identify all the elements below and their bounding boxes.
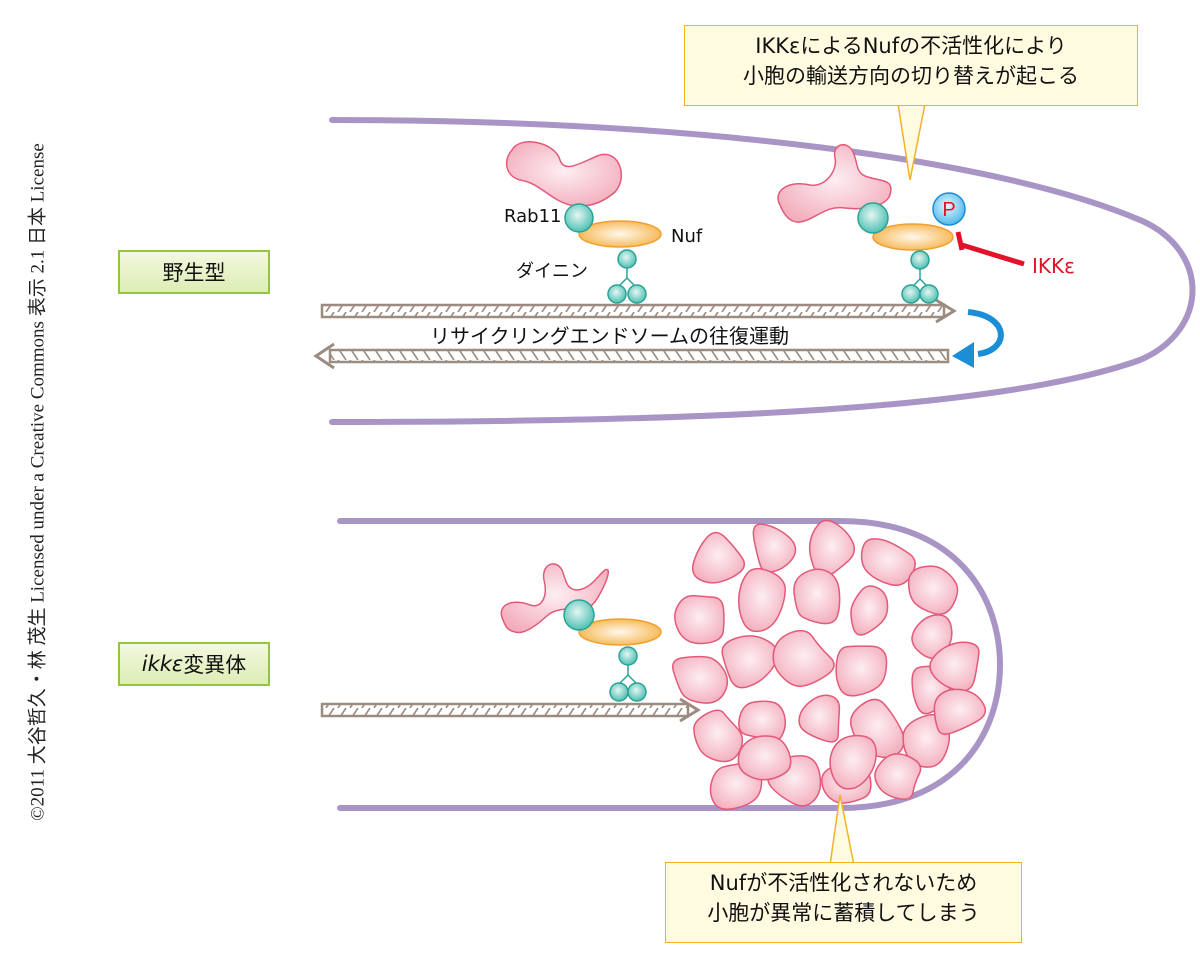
rab11-label: Rab11 — [504, 206, 562, 227]
mutant-label-text: 変異体 — [183, 653, 247, 677]
accumulated-vesicle-icon — [808, 519, 856, 579]
rab11-protein-icon — [857, 202, 889, 234]
accumulated-vesicle-icon — [933, 688, 987, 735]
phospho-group-icon — [932, 192, 966, 226]
accumulated-vesicle-icon — [721, 635, 779, 689]
dynein-motor-icon — [609, 646, 647, 702]
accumulated-vesicle-icon — [860, 538, 916, 587]
accumulated-vesicle-icon — [929, 641, 980, 692]
accumulated-vesicle-icon — [674, 594, 725, 645]
nuf-protein-icon — [872, 223, 954, 251]
accumulated-vesicle-icon — [907, 565, 959, 616]
rab11-protein-icon — [563, 599, 595, 631]
direction-switch-arrow-icon — [952, 309, 1004, 368]
dynein-motor-icon — [607, 249, 647, 304]
accumulated-vesicle-icon — [772, 629, 835, 688]
accumulated-vesicle-icon — [672, 655, 729, 704]
copyright-credit: ©2011 大谷哲久・林 茂生 Licensed under a Creativ… — [27, 143, 49, 821]
dynein-motor-icon — [901, 250, 939, 304]
microtubule-forward-wildtype — [320, 298, 957, 324]
accumulated-vesicle-icon — [798, 694, 841, 743]
cell-membrane-wildtype — [329, 117, 1196, 425]
accumulated-vesicle-icon — [874, 753, 922, 800]
vesicle-icon — [777, 143, 892, 223]
accumulated-vesicles — [672, 519, 987, 811]
dynein-label: ダイニン — [516, 261, 588, 282]
nuf-protein-icon — [578, 220, 662, 248]
callout-bottom-line2: 小胞が異常に蓄積してしまう — [707, 901, 980, 925]
microtubule-forward-mutant — [320, 697, 701, 723]
accumulated-vesicle-icon — [738, 700, 787, 743]
accumulated-vesicle-icon — [691, 531, 746, 584]
accumulated-vesicle-icon — [752, 523, 797, 573]
ikk-epsilon-label: IKKε — [1032, 254, 1075, 278]
cell-membrane-mutant — [337, 518, 1004, 811]
callout-bottom-line1: Nufが不活性化されないため — [709, 871, 978, 895]
vesicle-complex-wildtype-2: P — [777, 143, 1025, 304]
phospho-label: P — [942, 199, 955, 221]
transport-label: リサイクリングエンドソームの往復運動 — [430, 324, 789, 348]
callout-pointer-top — [897, 103, 926, 181]
vesicle-complex-wildtype-1 — [505, 141, 662, 304]
microtubule-backward-wildtype — [313, 342, 950, 370]
nuf-label: Nuf — [671, 226, 703, 247]
callout-top-line1: IKKεによるNufの不活性化により — [755, 34, 1067, 58]
accumulated-vesicle-icon — [793, 568, 841, 625]
rab11-protein-icon — [564, 203, 594, 233]
accumulated-vesicle-icon — [693, 709, 744, 763]
mutant-gene-name: ikkε — [141, 652, 184, 676]
accumulated-vesicle-icon — [835, 645, 888, 697]
wildtype-label-text: 野生型 — [162, 261, 226, 285]
vesicle-complex-mutant — [500, 563, 662, 702]
callout-bottom: Nufが不活性化されないため 小胞が異常に蓄積してしまう — [665, 862, 1022, 943]
accumulated-vesicle-icon — [737, 735, 792, 781]
accumulated-vesicle-icon — [829, 734, 877, 790]
vesicle-icon — [505, 141, 623, 207]
inhibition-bar-icon — [955, 231, 1025, 267]
vesicle-icon — [500, 563, 610, 634]
nuf-protein-icon — [578, 618, 662, 646]
callout-top: IKKεによるNufの不活性化により 小胞の輸送方向の切り替えが起こる — [684, 25, 1138, 106]
callout-top-line2: 小胞の輸送方向の切り替えが起こる — [743, 64, 1079, 88]
accumulated-vesicle-icon — [850, 585, 889, 636]
accumulated-vesicle-icon — [738, 567, 786, 633]
condition-label-wildtype: 野生型 — [118, 250, 270, 294]
